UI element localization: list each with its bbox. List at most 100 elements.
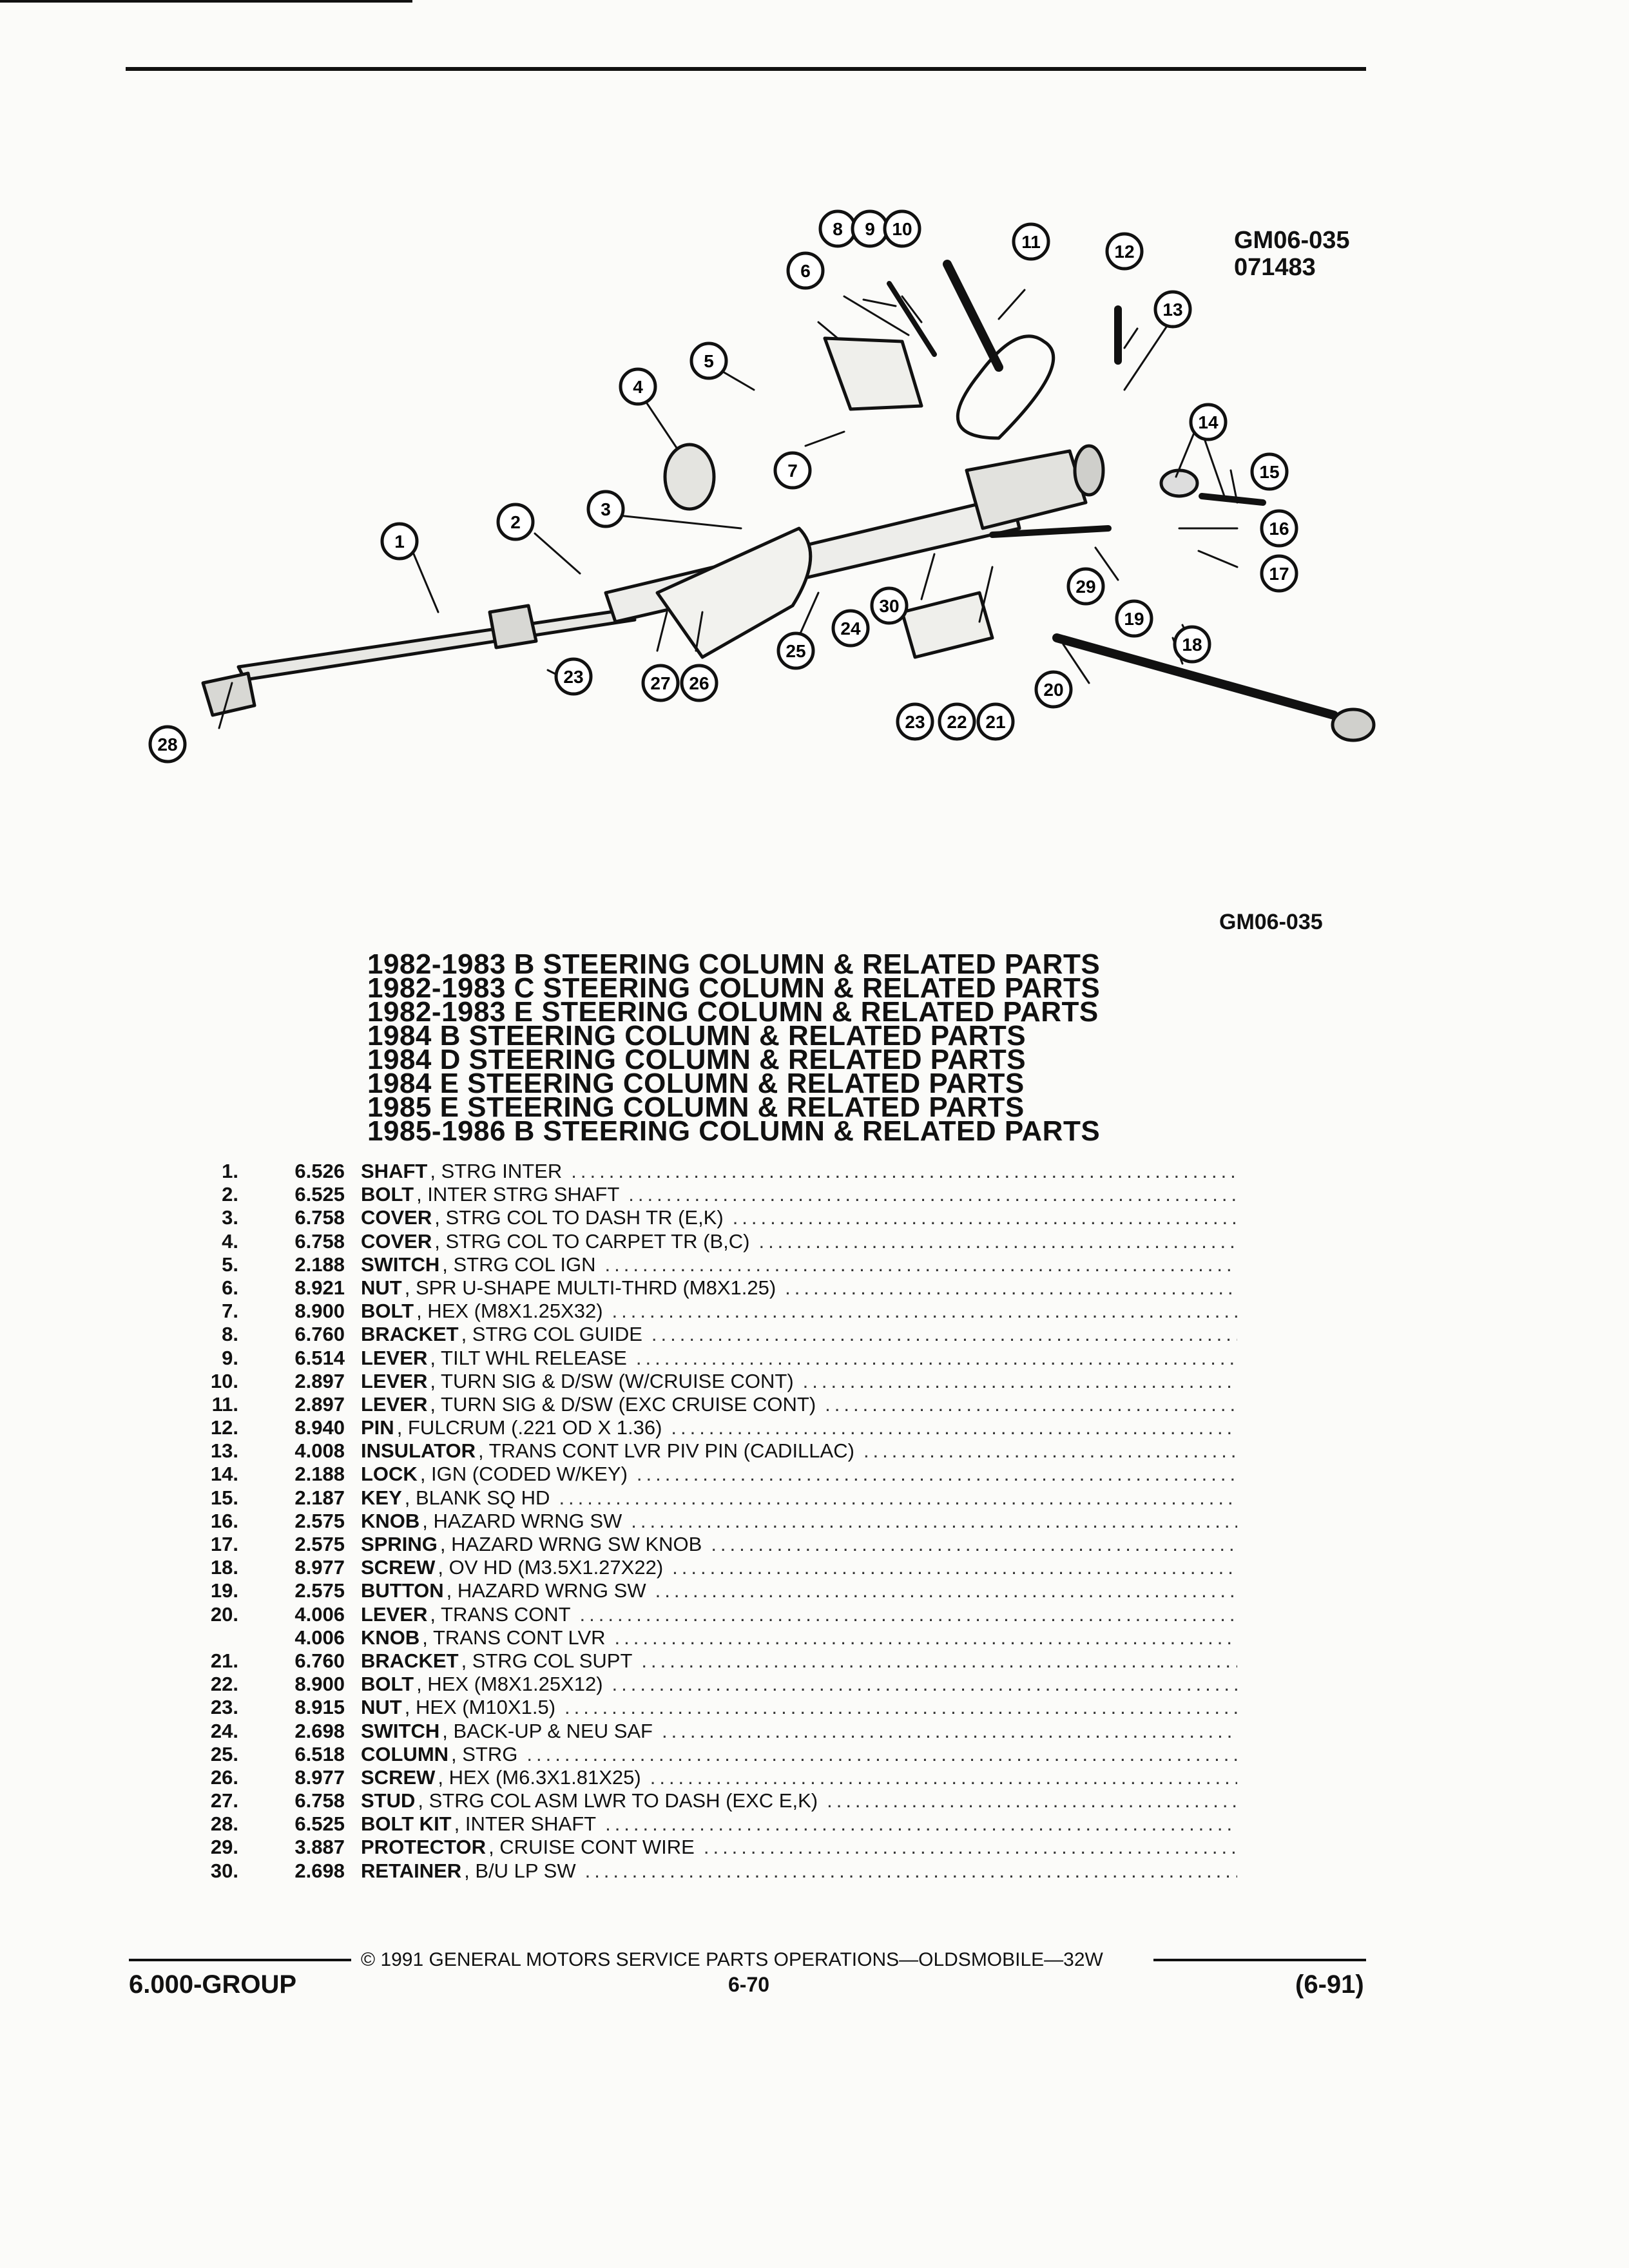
part-name: BUTTON bbox=[361, 1579, 444, 1602]
dot-leader bbox=[605, 1253, 1237, 1276]
part-description: , HAZARD WRNG SW bbox=[422, 1509, 622, 1532]
part-number: 11. bbox=[211, 1392, 238, 1416]
svg-text:23: 23 bbox=[563, 667, 583, 687]
svg-text:25: 25 bbox=[786, 641, 805, 661]
part-description: , STRG INTER bbox=[430, 1160, 563, 1182]
part-name: SWITCH bbox=[361, 1253, 440, 1276]
callout-10: 10 bbox=[883, 209, 921, 248]
dash-cover bbox=[655, 526, 813, 659]
part-description: , HEX (M10X1.5) bbox=[404, 1696, 556, 1719]
part-description: , STRG COL ASM LWR TO DASH (EXC E,K) bbox=[418, 1789, 818, 1812]
dot-leader bbox=[863, 1439, 1237, 1463]
dot-leader bbox=[559, 1486, 1237, 1510]
svg-text:30: 30 bbox=[879, 596, 899, 616]
part-number: 25. bbox=[210, 1742, 238, 1765]
part-number: 30. bbox=[210, 1859, 238, 1882]
dot-leader bbox=[580, 1603, 1237, 1626]
part-name: SCREW bbox=[361, 1556, 436, 1579]
callout-17: 17 bbox=[1260, 554, 1298, 593]
svg-text:20: 20 bbox=[1043, 680, 1063, 700]
dot-leader bbox=[827, 1789, 1237, 1812]
part-group-code: 4.006 bbox=[294, 1626, 345, 1649]
part-group-code: 2.575 bbox=[294, 1509, 345, 1532]
part-description: , TRANS CONT LVR bbox=[422, 1626, 606, 1649]
part-group-code: 6.760 bbox=[294, 1649, 345, 1672]
svg-text:12: 12 bbox=[1114, 242, 1134, 262]
svg-text:17: 17 bbox=[1269, 564, 1289, 584]
svg-text:3: 3 bbox=[601, 499, 611, 519]
part-name: BRACKET bbox=[361, 1649, 459, 1672]
dot-leader bbox=[662, 1720, 1237, 1743]
part-group-code: 2.897 bbox=[294, 1369, 345, 1392]
part-number: 28. bbox=[210, 1812, 238, 1836]
part-name: BRACKET bbox=[361, 1323, 459, 1346]
figure-id-caption: GM06-035 bbox=[1219, 910, 1323, 934]
dot-leader bbox=[615, 1626, 1237, 1649]
callout-7: 7 bbox=[773, 451, 812, 490]
part-group-code: 8.977 bbox=[294, 1765, 345, 1789]
part-description: , B/U LP SW bbox=[464, 1859, 576, 1882]
part-group-code: 6.758 bbox=[294, 1229, 345, 1253]
callout-14: 14 bbox=[1189, 403, 1228, 441]
callout-16: 16 bbox=[1260, 509, 1298, 548]
part-group-code: 2.575 bbox=[294, 1533, 345, 1555]
dot-leader bbox=[612, 1300, 1237, 1323]
svg-text:10: 10 bbox=[892, 219, 912, 239]
part-number: 7. bbox=[222, 1300, 238, 1323]
section-title: 1982-1983 B STEERING COLUMN & RELATED PA… bbox=[367, 948, 1101, 980]
dot-leader bbox=[571, 1160, 1237, 1183]
part-name: COVER bbox=[361, 1206, 432, 1229]
dot-leader bbox=[605, 1812, 1237, 1836]
svg-text:4: 4 bbox=[633, 377, 643, 397]
svg-text:24: 24 bbox=[840, 619, 861, 639]
footer-rule-right bbox=[1153, 1959, 1366, 1961]
turn-signal-lever bbox=[943, 260, 1003, 372]
section-title: 1984 B STEERING COLUMN & RELATED PARTS bbox=[367, 1020, 1027, 1052]
part-description: , OV HD (M3.5X1.27X22) bbox=[438, 1556, 664, 1579]
dot-leader bbox=[785, 1276, 1237, 1300]
dot-leader bbox=[637, 1463, 1237, 1486]
part-name: SPRING bbox=[361, 1533, 438, 1555]
footer-group: 6.000-GROUP bbox=[129, 1970, 297, 1999]
callout-3: 3 bbox=[586, 490, 625, 528]
dot-leader bbox=[564, 1696, 1237, 1719]
part-name: PROTECTOR bbox=[361, 1836, 487, 1859]
part-name: COVER bbox=[361, 1229, 432, 1253]
callout-22: 22 bbox=[938, 702, 976, 741]
part-description: , BACK-UP & NEU SAF bbox=[442, 1719, 653, 1742]
top-corner-rule bbox=[0, 0, 412, 3]
part-group-code: 8.900 bbox=[294, 1673, 345, 1696]
part-group-code: 8.900 bbox=[294, 1300, 345, 1323]
part-name: SCREW bbox=[361, 1765, 436, 1789]
part-number: 10. bbox=[210, 1369, 238, 1392]
dot-leader bbox=[655, 1579, 1237, 1602]
callout-19: 19 bbox=[1115, 599, 1153, 638]
part-name: BOLT bbox=[361, 1300, 414, 1323]
callout-12: 12 bbox=[1105, 232, 1144, 271]
callout-18: 18 bbox=[1173, 625, 1211, 664]
part-name: KEY bbox=[361, 1486, 402, 1509]
dot-leader bbox=[651, 1323, 1237, 1346]
dot-leader bbox=[733, 1206, 1237, 1229]
dot-leader bbox=[612, 1673, 1237, 1696]
part-group-code: 6.758 bbox=[294, 1789, 345, 1812]
callout-13: 13 bbox=[1153, 290, 1192, 329]
part-number: 5. bbox=[222, 1253, 238, 1276]
callout-8: 8 bbox=[818, 209, 857, 248]
dot-leader bbox=[585, 1860, 1237, 1883]
part-description: , STRG COL TO DASH TR (E,K) bbox=[434, 1206, 724, 1229]
dot-leader bbox=[641, 1649, 1237, 1673]
